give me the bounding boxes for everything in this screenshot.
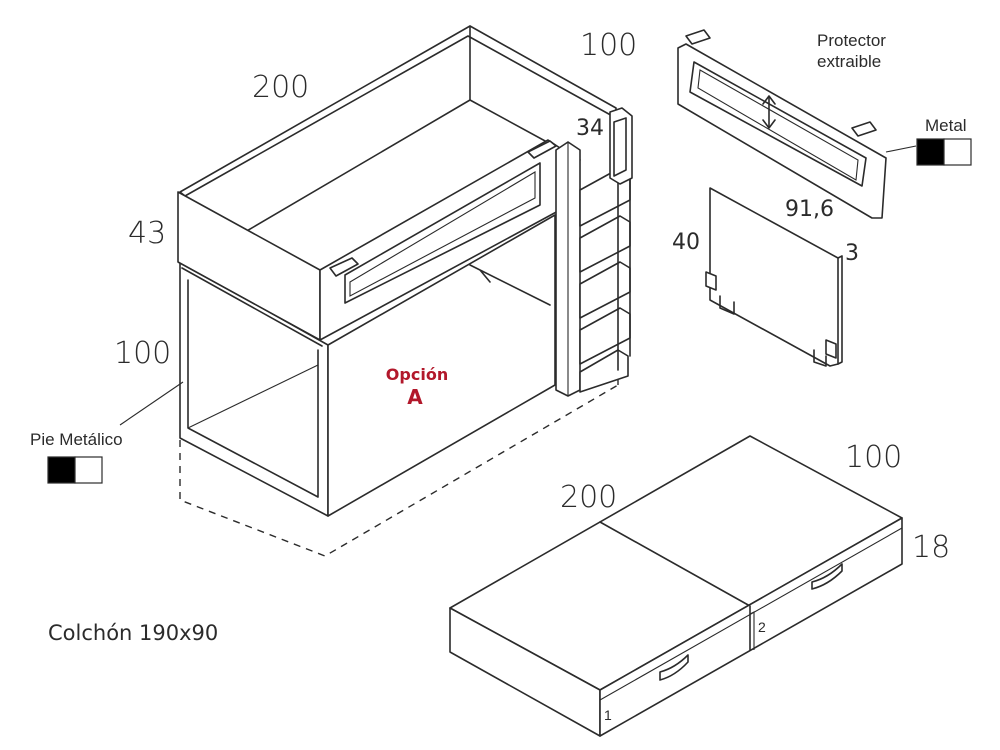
rail-slot xyxy=(344,162,541,304)
option-letter: A xyxy=(407,385,423,409)
dim-panel-height: 40 xyxy=(672,230,700,255)
dim-drawer-length: 200 xyxy=(560,480,617,515)
trundle-front xyxy=(599,517,903,737)
metal-leg-frame-inner xyxy=(187,279,319,498)
protector-label-2: extraible xyxy=(817,52,881,71)
dim-bed-width: 100 xyxy=(580,28,637,63)
dim-drawer-width: 100 xyxy=(845,440,902,475)
pie-metalico-callout: Pie Metálico xyxy=(30,381,184,484)
dim-panel-width: 91,6 xyxy=(785,197,834,222)
dim-top-height: 43 xyxy=(128,216,166,251)
dim-base-height: 100 xyxy=(114,336,171,371)
dim-ladder-width: 34 xyxy=(576,116,604,141)
metal-swatch-white xyxy=(943,138,972,166)
protector-label-1: Protector xyxy=(817,31,886,50)
headboard-panel xyxy=(705,187,843,367)
option-label: Opción xyxy=(386,365,448,384)
trundle-drawers xyxy=(449,435,903,737)
swatch-white xyxy=(74,456,103,484)
ladder-steps xyxy=(579,159,631,393)
dim-drawer-height: 18 xyxy=(912,530,950,565)
protector-extraible xyxy=(677,29,887,219)
drawer-number-2: 2 xyxy=(758,619,766,635)
loft-bed: Opción A xyxy=(177,25,633,557)
pie-metalico-label: Pie Metálico xyxy=(30,430,123,449)
metal-callout: Metal xyxy=(885,116,972,166)
dim-bed-length: 200 xyxy=(252,70,309,105)
metal-swatch-black xyxy=(916,138,945,166)
base-cabinet-front xyxy=(327,214,556,517)
mattress-label: Colchón 190x90 xyxy=(48,621,218,645)
swatch-black xyxy=(47,456,76,484)
dim-panel-thickness: 3 xyxy=(845,241,859,266)
metal-label: Metal xyxy=(925,116,967,135)
drawer-number-1: 1 xyxy=(604,707,612,723)
